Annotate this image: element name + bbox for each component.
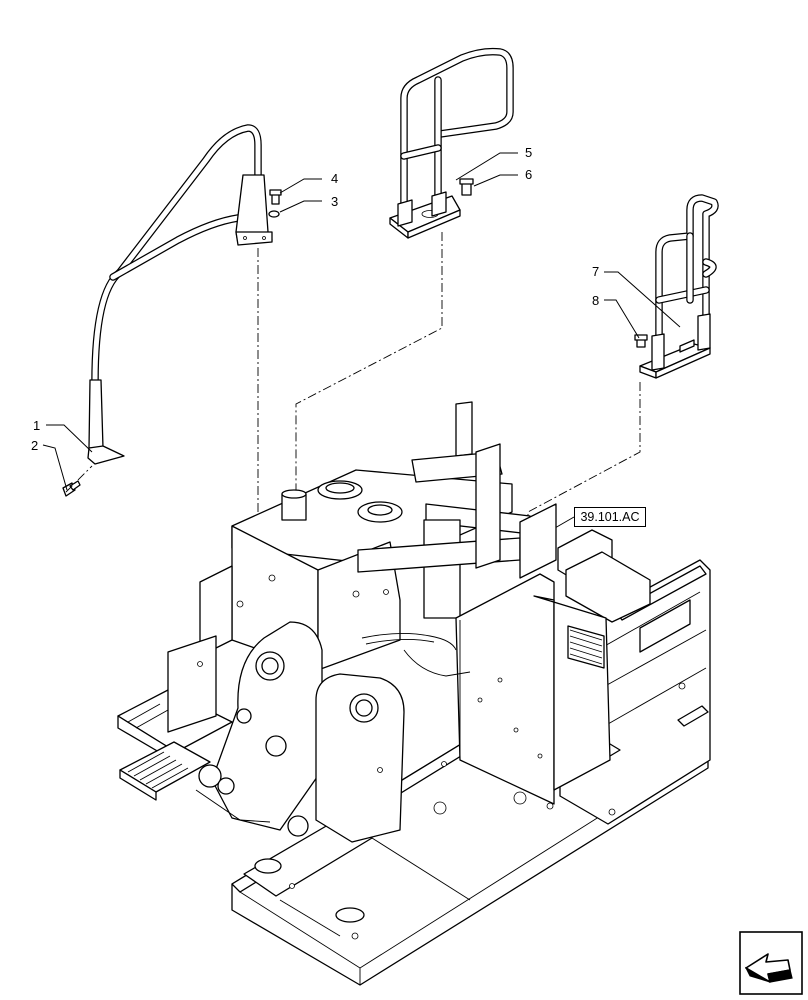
callout-7: 7 [592,264,600,279]
callout-6: 6 [525,167,533,182]
bolt-item-8 [634,334,648,348]
handrail-left [87,124,273,465]
callout-3: 3 [331,194,339,209]
callout-4: 4 [331,171,339,186]
washer-bolt-items-3-4 [268,189,282,218]
handrail-right [639,194,719,379]
reference-link-box[interactable]: 39.101.AC [574,507,646,527]
upper-frame-assembly [117,401,711,986]
handrail-center [389,47,514,239]
callout-8: 8 [592,293,600,308]
callout-5: 5 [525,145,533,160]
arrow-page-nav-icon[interactable] [738,930,804,996]
bolt-item-6 [459,178,474,196]
callout-1: 1 [33,418,41,433]
leader-lines [42,152,681,533]
callout-2: 2 [31,438,39,453]
